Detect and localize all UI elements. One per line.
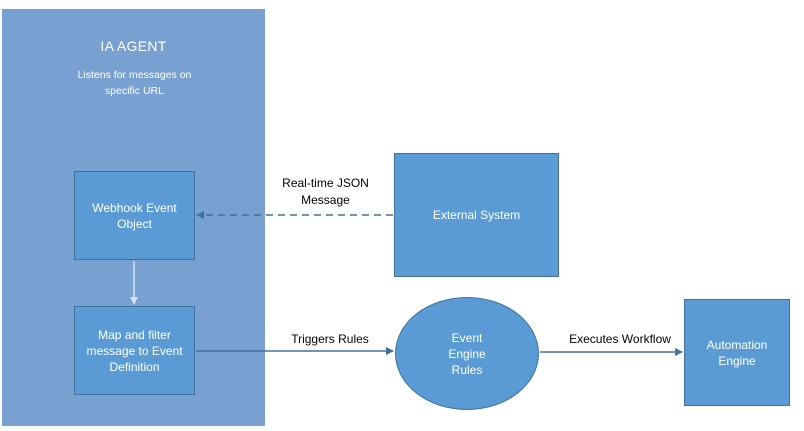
webhook-event-object-node: Webhook Event Object <box>74 171 195 260</box>
ia-agent-title: IA AGENT <box>100 38 167 54</box>
triggers-rules-label: Triggers Rules <box>291 332 369 346</box>
map-filter-label: Map and filter message to Event Definiti… <box>86 327 183 374</box>
external-system-label: External System <box>432 208 521 222</box>
realtime-message-label: Real-time JSON Message <box>282 176 369 207</box>
automation-engine-label: Automation Engine <box>706 337 768 368</box>
executes-workflow-label: Executes Workflow <box>569 332 671 346</box>
ia-agent-description: Listens for messages on specific URL <box>77 69 192 97</box>
event-engine-rules-node: Event Engine Rules <box>395 297 539 410</box>
map-filter-node: Map and filter message to Event Definiti… <box>74 306 195 395</box>
event-engine-rules-label: Event Engine Rules <box>448 330 486 377</box>
automation-engine-node: Automation Engine <box>684 299 790 406</box>
webhook-event-object-label: Webhook Event Object <box>92 200 177 231</box>
external-system-node: External System <box>394 153 559 277</box>
